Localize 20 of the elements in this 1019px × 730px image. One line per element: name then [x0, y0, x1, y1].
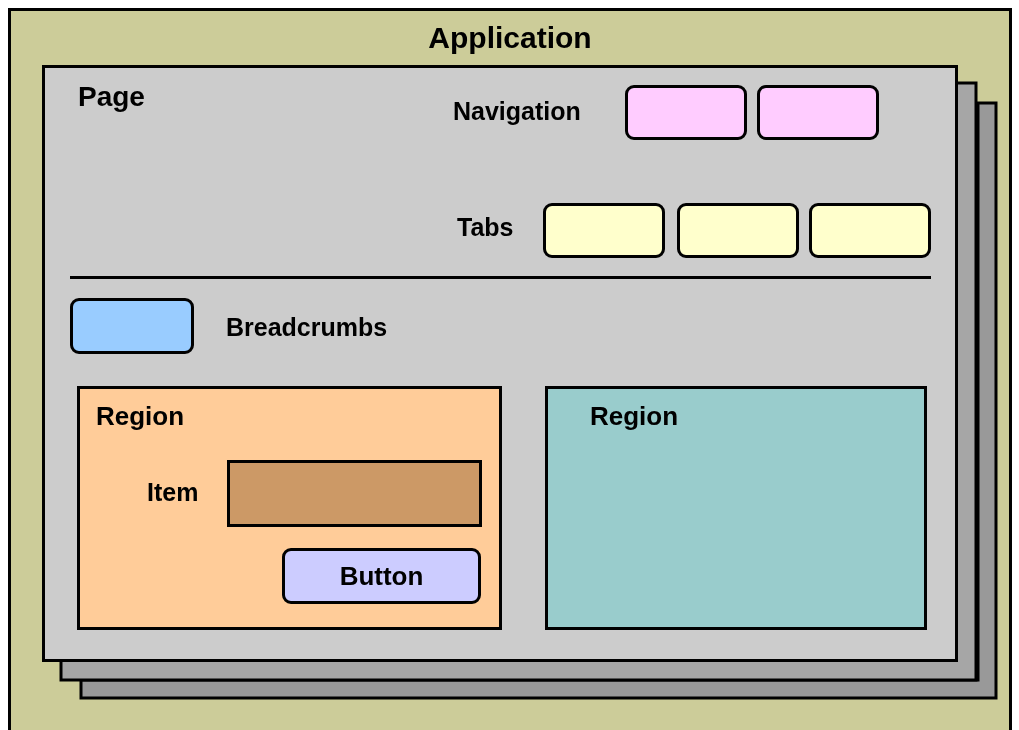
region-panel [545, 386, 927, 630]
navigation-button [757, 85, 879, 140]
label-text: Item [147, 478, 199, 507]
input-field [227, 460, 482, 527]
page-panel [42, 65, 958, 662]
label-text: Breadcrumbs [226, 313, 388, 342]
region-panel [77, 386, 502, 630]
tab [677, 203, 799, 258]
heading: Region [590, 401, 679, 432]
label-text: Navigation [453, 97, 581, 126]
button: Button [282, 548, 481, 604]
heading: Application [427, 21, 593, 55]
heading: Page [78, 81, 145, 113]
tab [809, 203, 931, 258]
label-text: Tabs [457, 213, 514, 242]
breadcrumb-bar [70, 298, 194, 354]
tab [543, 203, 665, 258]
navigation-button [625, 85, 747, 140]
heading: Region [96, 401, 185, 432]
application-frame [8, 8, 1012, 730]
